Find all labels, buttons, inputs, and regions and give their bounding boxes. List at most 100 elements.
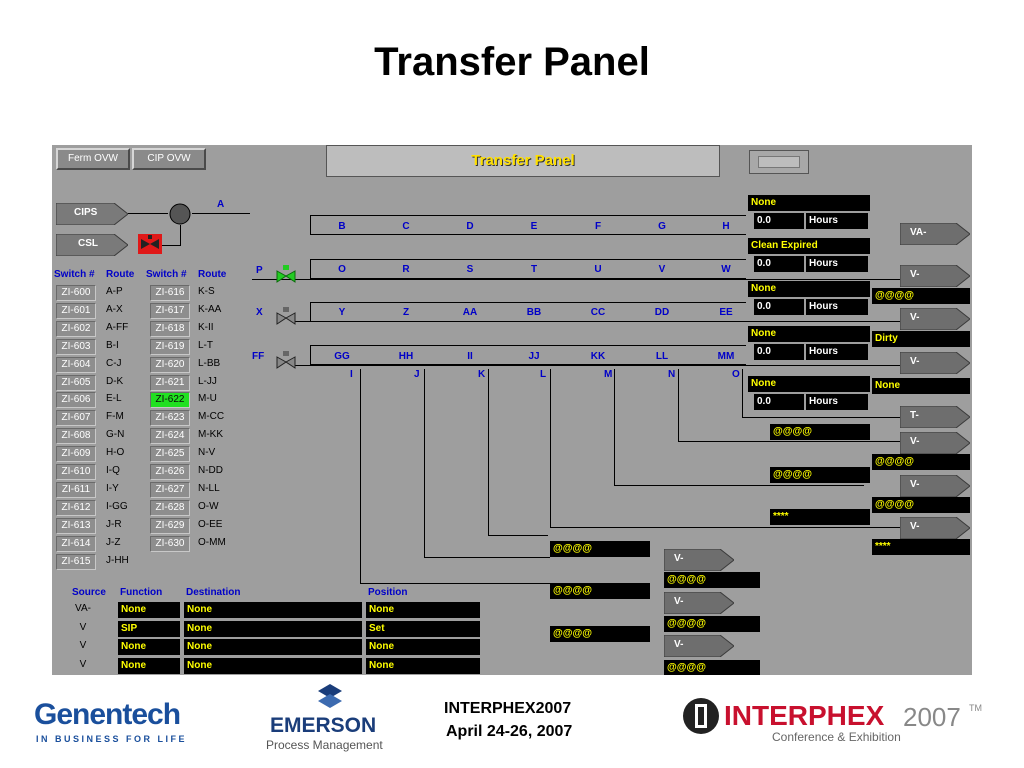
valve-gray-icon[interactable]: [276, 351, 296, 369]
switch-button[interactable]: ZI-607: [56, 410, 96, 427]
hours-unit: Hours: [806, 299, 868, 315]
route-label: L-T: [198, 339, 213, 351]
switch-button[interactable]: ZI-603: [56, 338, 96, 355]
arrow-button[interactable]: V-: [664, 549, 734, 571]
switch-button[interactable]: ZI-605: [56, 374, 96, 391]
arrow-button[interactable]: VA-: [900, 223, 970, 245]
arrow-button[interactable]: V-: [664, 592, 734, 614]
route-line: [550, 527, 950, 528]
switch-button[interactable]: ZI-614: [56, 535, 96, 552]
switch-button[interactable]: ZI-621: [150, 374, 190, 391]
route-label: L-BB: [198, 357, 221, 369]
drop-label: O: [732, 369, 740, 380]
arrow-button[interactable]: T-: [900, 406, 970, 428]
arrow-button[interactable]: V-: [900, 265, 970, 287]
switch-button[interactable]: ZI-608: [56, 428, 96, 445]
switch-button[interactable]: ZI-604: [56, 356, 96, 373]
status-value: None: [872, 378, 970, 394]
header-label: II: [467, 351, 473, 362]
ferm-ovw-button[interactable]: Ferm OVW: [56, 148, 130, 170]
drop-line: [360, 369, 361, 583]
status-state: None: [748, 376, 870, 392]
route-label: I-GG: [106, 500, 128, 512]
valve-gray-icon[interactable]: [276, 307, 296, 325]
pump-icon[interactable]: [168, 203, 192, 225]
arrow-button[interactable]: V-: [900, 517, 970, 539]
switch-button[interactable]: ZI-625: [150, 446, 190, 463]
header-label: F: [594, 221, 602, 232]
switch-button[interactable]: ZI-627: [150, 481, 190, 498]
table-function: SIP: [118, 620, 180, 637]
switch-button[interactable]: ZI-626: [150, 464, 190, 480]
cip-ovw-button[interactable]: CIP OVW: [132, 148, 206, 170]
route-line: [360, 583, 590, 584]
switch-button[interactable]: ZI-600: [56, 285, 96, 301]
route-line: [742, 417, 962, 418]
header-line-2: [310, 259, 746, 279]
status-value: ****: [872, 539, 970, 555]
header-label: W: [721, 264, 731, 275]
switch-button[interactable]: ZI-622: [150, 392, 190, 409]
switch-button[interactable]: ZI-615: [56, 553, 96, 570]
switch-button[interactable]: ZI-613: [56, 517, 96, 534]
drop-label: I: [350, 369, 353, 380]
route-label: K-AA: [198, 303, 222, 315]
hours-unit: Hours: [806, 213, 868, 229]
status-value: @@@@: [664, 660, 760, 675]
panel-title-box: Transfer Panel: [326, 145, 720, 177]
table-position: None: [366, 639, 480, 655]
header-label: EE: [719, 307, 733, 318]
status-value: Dirty: [872, 331, 970, 347]
switch-button[interactable]: ZI-612: [56, 499, 96, 516]
switch-button[interactable]: ZI-624: [150, 428, 190, 445]
footer: Genentech IN BUSINESS FOR LIFE EMERSON P…: [0, 678, 1024, 768]
status-value: @@@@: [550, 541, 650, 557]
header-label: T: [530, 264, 538, 275]
switch-button[interactable]: ZI-629: [150, 517, 190, 534]
cips-source-button[interactable]: CIPS: [56, 203, 128, 225]
switch-button[interactable]: ZI-602: [56, 320, 96, 337]
arrow-button[interactable]: V-: [900, 475, 970, 497]
table-position: Set: [366, 620, 480, 637]
header-label: KK: [590, 351, 606, 362]
switch-button[interactable]: ZI-619: [150, 338, 190, 355]
header-label: E: [530, 221, 538, 232]
route-label: I-Y: [106, 482, 119, 494]
slide-title: Transfer Panel: [374, 40, 650, 84]
switch-button[interactable]: ZI-620: [150, 356, 190, 373]
arrow-button[interactable]: V-: [664, 635, 734, 657]
route-label: O-W: [198, 500, 219, 512]
conference-dates: April 24-26, 2007: [446, 723, 573, 740]
header-label: D: [466, 221, 474, 232]
switch-button[interactable]: ZI-630: [150, 535, 190, 552]
arrow-button[interactable]: V-: [900, 308, 970, 330]
status-value: @@@@: [550, 626, 650, 642]
switch-header-2: Switch #: [146, 269, 187, 280]
table-source: V: [79, 658, 87, 670]
table-destination: None: [184, 657, 362, 674]
switch-button[interactable]: ZI-606: [56, 392, 96, 409]
valve-green-icon[interactable]: [276, 265, 296, 283]
header-label: LL: [655, 351, 669, 362]
emerson-emblem-icon: [318, 684, 342, 712]
switch-button[interactable]: ZI-610: [56, 464, 96, 480]
switch-header-1: Switch #: [54, 269, 95, 280]
drop-line: [488, 369, 489, 535]
switch-button[interactable]: ZI-628: [150, 499, 190, 516]
switch-button[interactable]: ZI-618: [150, 320, 190, 337]
switch-button[interactable]: ZI-616: [150, 285, 190, 301]
conference-name: INTERPHEX2007: [444, 700, 572, 717]
switch-button[interactable]: ZI-611: [56, 481, 96, 498]
valve-red-icon[interactable]: [138, 234, 162, 254]
switch-button[interactable]: ZI-609: [56, 446, 96, 463]
arrow-button-label: V-: [910, 479, 920, 490]
arrow-button[interactable]: V-: [900, 352, 970, 374]
route-label: A-P: [106, 286, 123, 297]
switch-button[interactable]: ZI-601: [56, 302, 96, 319]
route-label: J-Z: [106, 536, 121, 548]
header-label: G: [658, 221, 666, 232]
switch-button[interactable]: ZI-617: [150, 302, 190, 319]
arrow-button[interactable]: V-: [900, 432, 970, 454]
csl-source-button[interactable]: CSL: [56, 234, 128, 256]
switch-button[interactable]: ZI-623: [150, 410, 190, 427]
